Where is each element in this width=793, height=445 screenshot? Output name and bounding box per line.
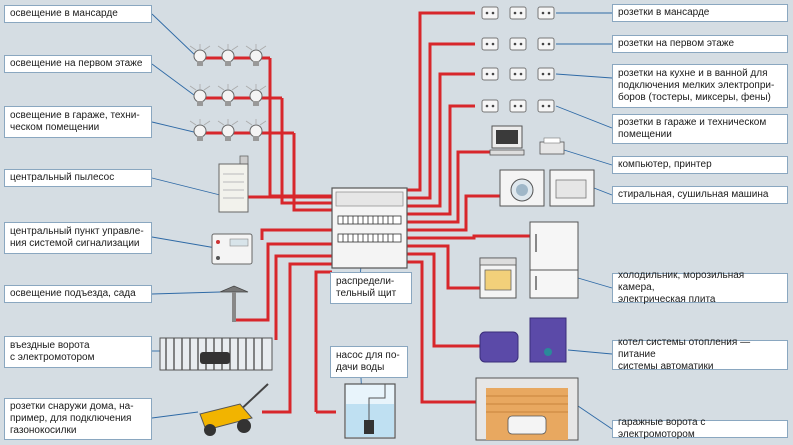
label-computer-printer: компьютер, принтер [612,156,788,174]
wires [200,11,530,414]
lawn-mower-icon [199,383,269,436]
wire-mower [262,262,332,414]
wire-gate [274,254,332,340]
water-pump-icon [344,383,396,439]
wire-alarm [260,228,332,240]
label-boiler: котел системы отопления — питание систем… [612,337,788,372]
garage-door-icon [475,377,579,441]
label-water-pump: насос для по- дачи воды [330,346,408,378]
computer-icon [489,125,525,156]
wire-washer [407,194,500,232]
wire-socket-first-floor [407,42,475,200]
label-alarm-control: центральный пункт управле- ния системой … [4,222,152,254]
label-sockets-garage: розетки в гараже и техническом помещении [612,114,788,144]
label-sockets-kitchen: розетки на кухне и в ванной для подключе… [612,64,788,108]
dryer-icon [549,169,595,207]
electric-stove-icon [479,257,517,299]
wire-garage-door [407,260,476,404]
label-entrance-gate: въездные ворота с электромотором [4,336,152,368]
printer-icon [539,137,565,155]
light-bulb-icon [189,43,267,142]
garden-lamp-icon [219,285,249,322]
label-distribution-panel: распредели- тельный щит [330,272,412,304]
label-lighting-attic: освещение в мансарде [4,5,152,23]
wire-socket-kitchen [407,72,475,208]
wire-fridge [407,234,530,240]
washing-machine-icon [499,169,545,207]
label-lighting-garage: освещение в гараже, техни- ческом помеще… [4,106,152,138]
label-garage-door: гаражные ворота с электромотором [612,417,788,440]
label-washer-dryer: стиральная, сушильная машина [612,186,788,204]
label-fridge-stove: холодильник, морозильная камера, электри… [612,270,788,305]
boiler-icon [479,317,567,363]
wire-socket-garage [407,104,475,216]
wire-garden-lamp [232,242,332,322]
wire-computer [407,150,494,224]
label-outdoor-sockets: розетки снаружи дома, на- пример, для по… [4,398,152,440]
label-central-vacuum: центральный пылесос [4,169,152,187]
central-vacuum-icon [218,155,249,213]
wire-boiler [407,252,480,348]
alarm-control-icon [211,233,253,265]
label-lighting-first-floor: освещение на первом этаже [4,55,152,73]
wire-stove [407,244,480,290]
fridge-icon [529,221,579,299]
gate-icon [159,337,273,371]
wire-pump [314,270,336,414]
pointer-lines [151,12,613,430]
distribution-panel-icon [331,187,408,269]
socket-icon [481,6,555,113]
label-sockets-first-floor: розетки на первом этаже [612,35,788,53]
label-garden-lighting: освещение подъезда, сада [4,285,152,303]
wire-lighting-garage [200,131,332,212]
wire-socket-attic [407,11,475,192]
label-sockets-attic: розетки в мансарде [612,4,788,22]
